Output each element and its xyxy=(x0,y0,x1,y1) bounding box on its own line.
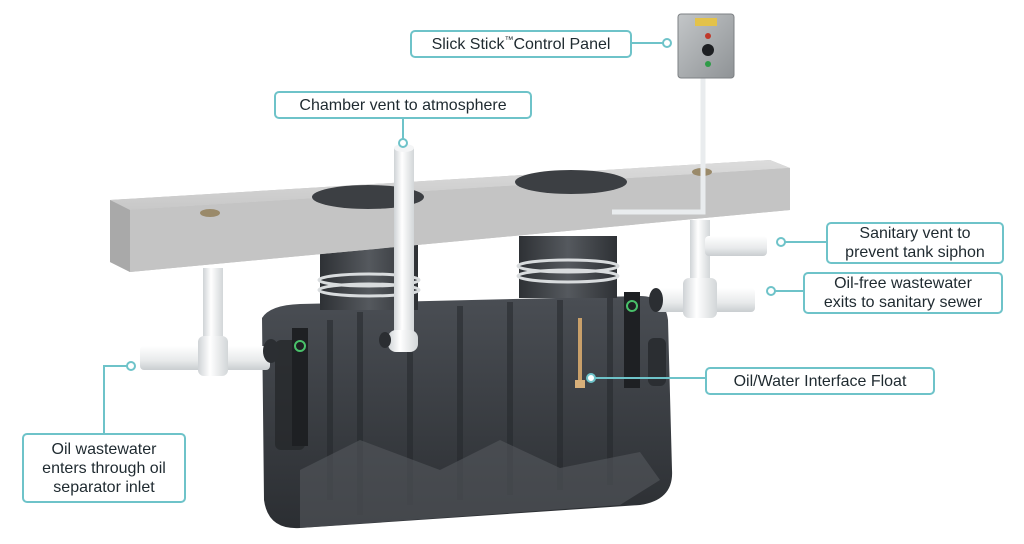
interface-float-label: Oil/Water Interface Float xyxy=(733,372,907,390)
callout-chamber-vent: Chamber vent to atmosphere xyxy=(274,91,532,119)
oil-inlet-label-line1: Oil wastewater xyxy=(51,440,157,458)
sanitary-vent-label-line1: Sanitary vent to xyxy=(859,225,971,242)
control-panel-conduit xyxy=(612,78,706,215)
concrete-slab xyxy=(110,160,790,272)
dot-chamber-vent xyxy=(398,138,408,148)
inlet-pipe xyxy=(140,268,279,376)
separator-tank xyxy=(262,296,673,529)
leader-lines xyxy=(103,42,826,433)
sensor-bracket-left xyxy=(292,328,308,446)
interface-float xyxy=(575,318,585,388)
control-panel-label: Slick Stick™Control Panel xyxy=(432,35,611,54)
dot-interface-float xyxy=(586,373,596,383)
callout-interface-float: Oil/Water Interface Float xyxy=(705,367,935,395)
trademark-symbol: ™ xyxy=(504,34,514,45)
leader-dots xyxy=(126,38,786,383)
dot-oil-free xyxy=(766,286,776,296)
oil-inlet-label-line3: separator inlet xyxy=(53,478,155,496)
control-panel-label-brand: Slick Stick xyxy=(431,35,505,53)
control-panel-label-rest: Control Panel xyxy=(513,35,611,53)
control-panel-box xyxy=(677,13,735,79)
sanitary-vent-label-line2: prevent tank siphon xyxy=(845,244,985,261)
dot-oil-inlet xyxy=(126,361,136,371)
callout-oil-inlet: Oil wastewater enters through oil separa… xyxy=(22,433,186,503)
oil-free-label-line2: exits to sanitary sewer xyxy=(823,294,983,311)
dot-control-panel xyxy=(662,38,672,48)
riser-right xyxy=(516,236,620,298)
dot-sanitary-vent xyxy=(776,237,786,247)
sensor-bracket-right xyxy=(624,292,640,388)
callout-oil-free-wastewater: Oil-free wastewater exits to sanitary se… xyxy=(803,272,1003,314)
callout-control-panel: Slick Stick™Control Panel xyxy=(410,30,632,58)
chamber-vent-label: Chamber vent to atmosphere xyxy=(299,96,507,114)
callout-sanitary-vent: Sanitary vent to prevent tank siphon xyxy=(826,222,1004,264)
outlet-pipe xyxy=(649,220,767,318)
chamber-vent-pipe xyxy=(379,144,418,352)
oil-inlet-label-line2: enters through oil xyxy=(42,459,166,477)
oil-free-label-line1: Oil-free wastewater xyxy=(834,275,972,292)
